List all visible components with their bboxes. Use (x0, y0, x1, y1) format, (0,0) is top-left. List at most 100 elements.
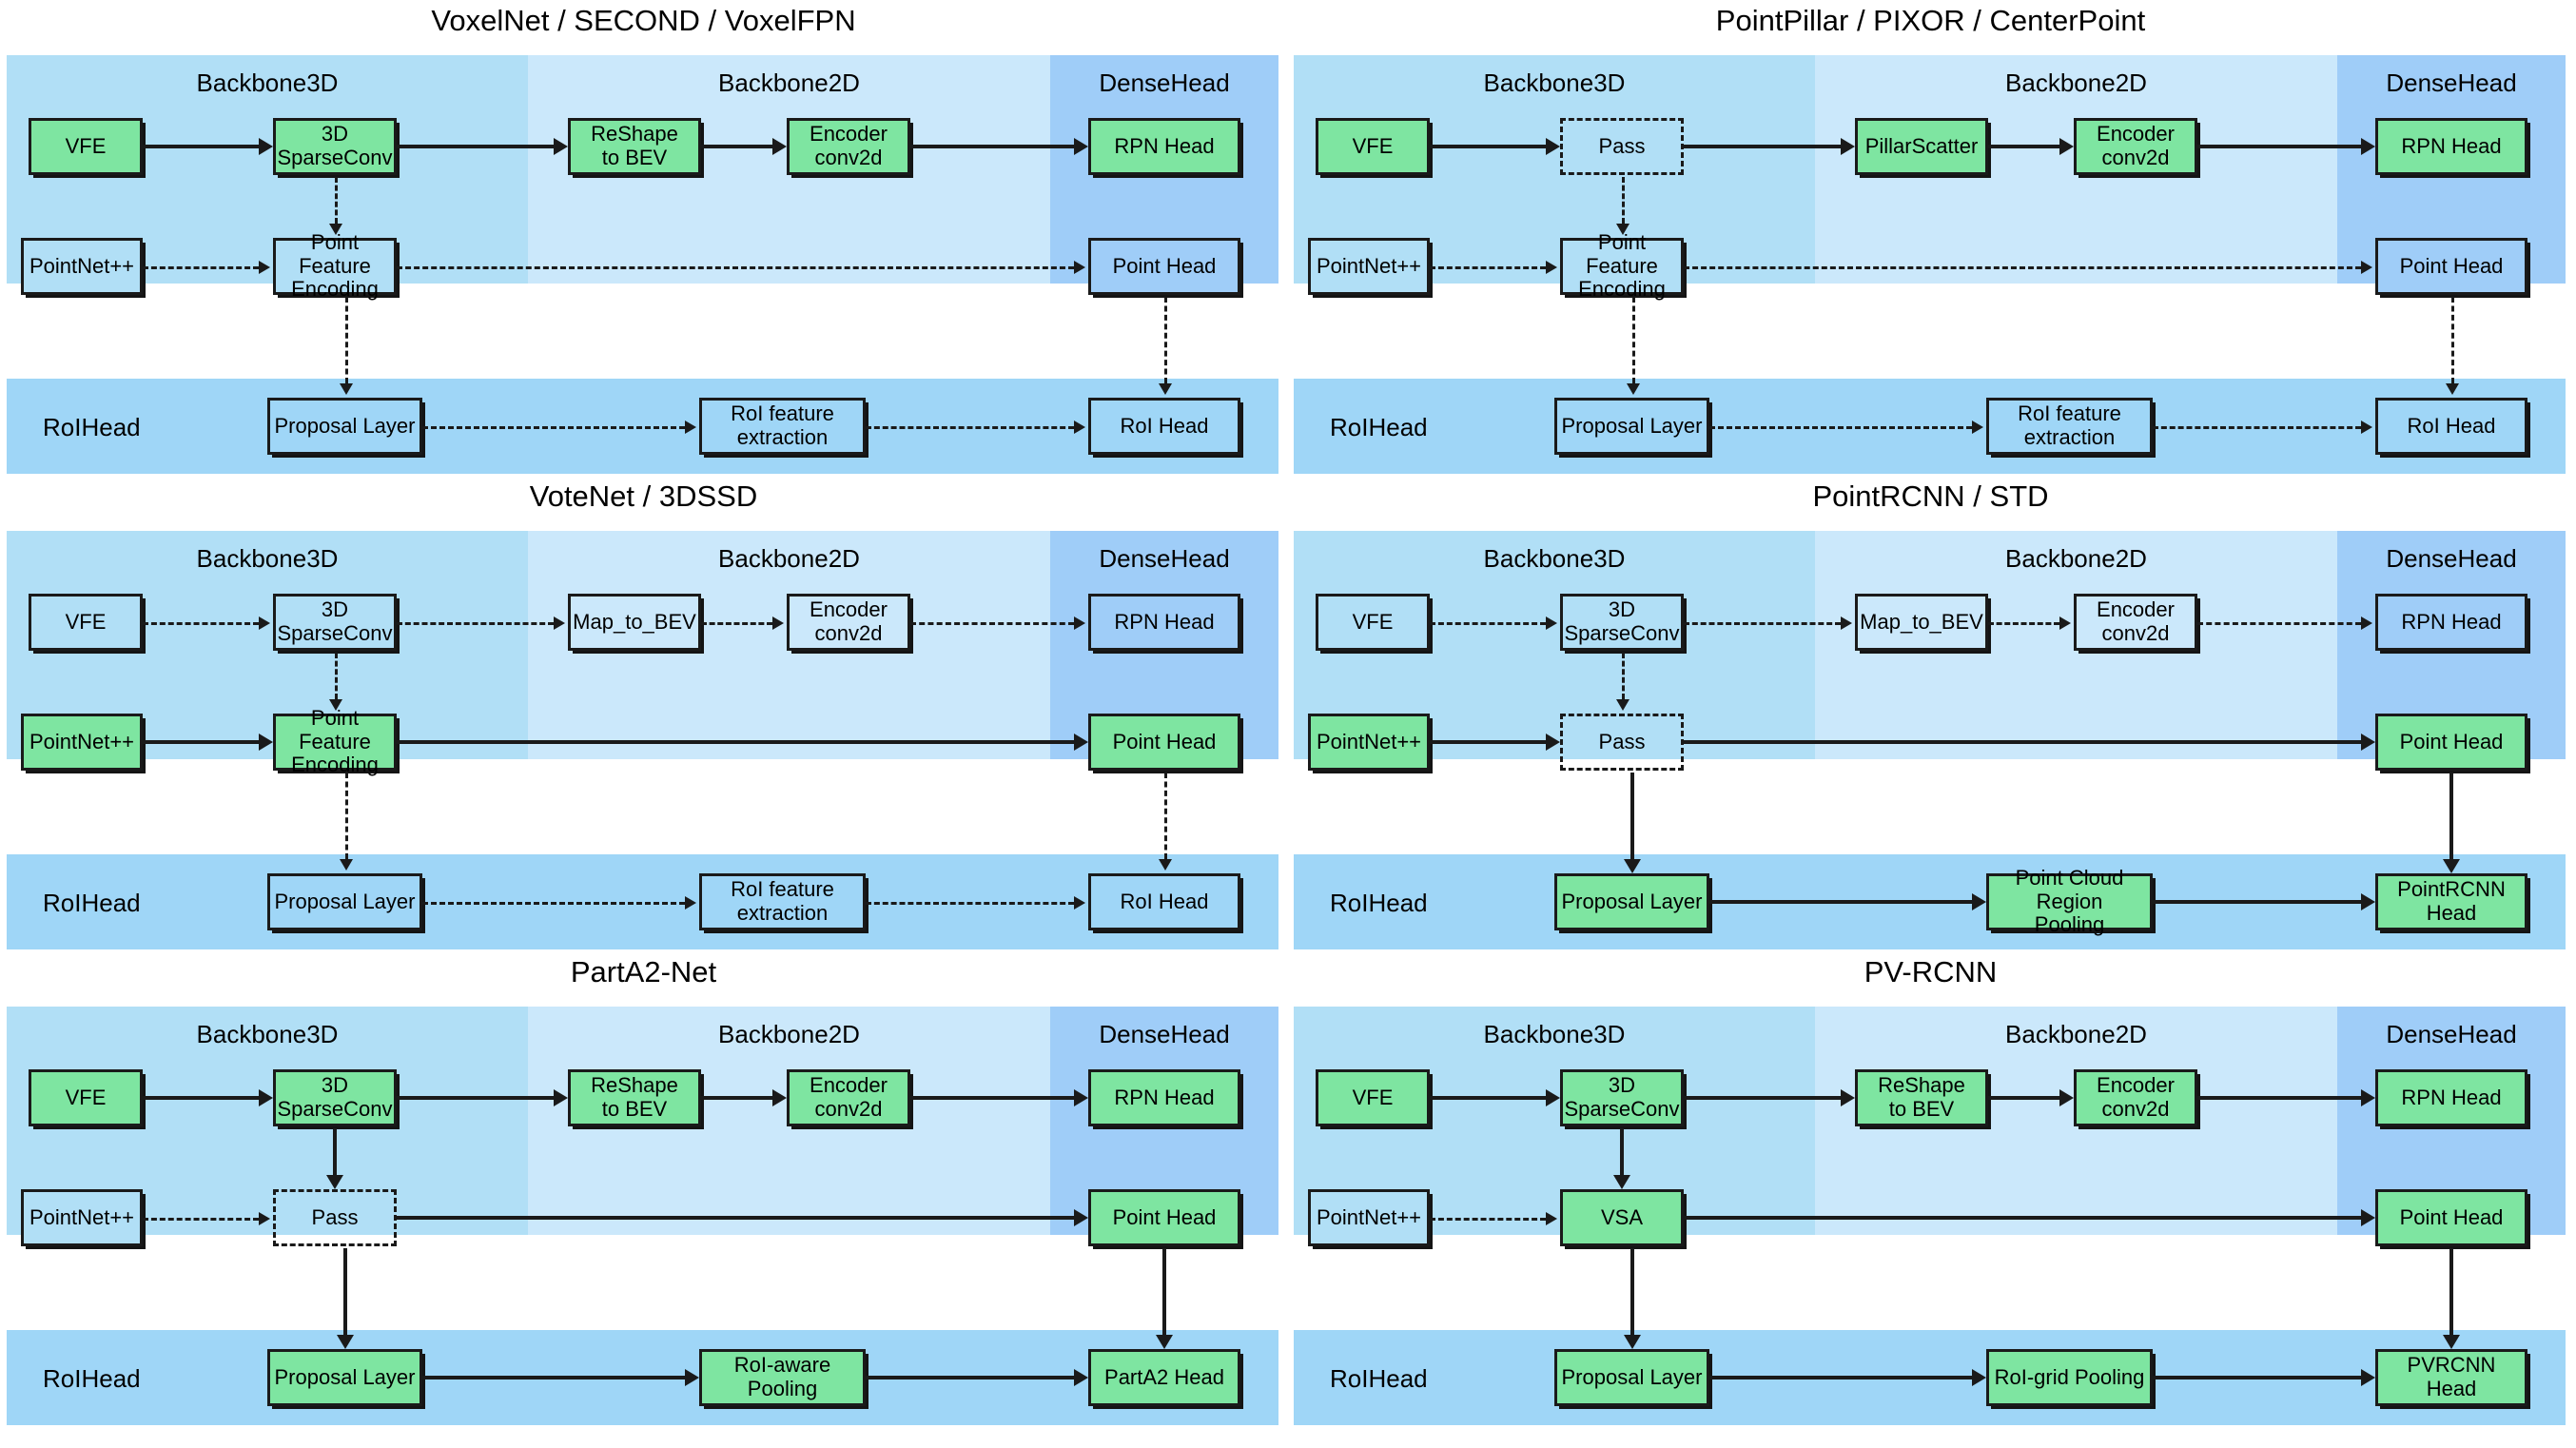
box-map-to-bev[interactable]: Map_to_BEV (1855, 594, 1988, 651)
box-map-to-bev[interactable]: ReShape to BEV (568, 1069, 701, 1126)
box-sparseconv[interactable]: 3D SparseConv (1560, 594, 1684, 651)
box-proposal-layer[interactable]: Proposal Layer (1554, 398, 1709, 455)
box-pointnet[interactable]: PointNet++ (21, 714, 143, 771)
box-pointnet[interactable]: PointNet++ (21, 1189, 143, 1246)
arrow-head-down (1613, 1175, 1630, 1189)
box-roi-feature-extraction[interactable]: RoI feature extraction (699, 398, 866, 455)
box-vfe[interactable]: VFE (29, 1069, 143, 1126)
box-point-head[interactable]: Point Head (1088, 1189, 1240, 1246)
box-sparseconv[interactable]: Pass (1560, 118, 1684, 175)
box-pointnet[interactable]: PointNet++ (1308, 714, 1430, 771)
box-rpn-head[interactable]: RPN Head (2375, 118, 2527, 175)
box-roi-feature-extraction-label: RoI-grid Pooling (1994, 1364, 2145, 1389)
box-point-feature-encoding[interactable]: Point Feature Encoding (1560, 230, 1684, 301)
box-vfe-label: VFE (65, 609, 107, 634)
box-encoder-conv2d[interactable]: Encoder conv2d (787, 594, 910, 651)
box-point-head[interactable]: Point Head (1088, 238, 1240, 295)
arrow-head-right (1546, 734, 1560, 751)
box-vfe[interactable]: VFE (1316, 1069, 1430, 1126)
box-vfe[interactable]: VFE (1316, 118, 1430, 175)
arrow-head-down (336, 1335, 354, 1349)
box-rpn-head[interactable]: RPN Head (2375, 594, 2527, 651)
box-map-to-bev[interactable]: Map_to_BEV (568, 594, 701, 651)
box-map-to-bev[interactable]: ReShape to BEV (1855, 1069, 1988, 1126)
box-encoder-conv2d[interactable]: Encoder conv2d (2074, 118, 2197, 175)
box-roi-head[interactable]: RoI Head (1088, 873, 1240, 930)
box-rpn-head[interactable]: RPN Head (1088, 118, 1240, 175)
zone-label-backbone3d: Backbone3D (196, 68, 339, 97)
connector-line (2449, 773, 2453, 859)
zone-label-backbone2d: Backbone2D (718, 1020, 860, 1048)
connector-line-dashed (1684, 266, 2361, 269)
box-point-feature-encoding[interactable]: Pass (273, 1189, 397, 1246)
connector-line-dashed (1622, 653, 1625, 699)
zone-label-densehead: DenseHead (1099, 68, 1230, 97)
box-vfe[interactable]: VFE (29, 118, 143, 175)
box-pointnet[interactable]: PointNet++ (1308, 238, 1430, 295)
box-roi-head[interactable]: RoI Head (2375, 398, 2527, 455)
box-roi-feature-extraction-label: RoI feature extraction (731, 877, 834, 925)
box-sparseconv[interactable]: 3D SparseConv (273, 1069, 397, 1126)
box-proposal-layer[interactable]: Proposal Layer (267, 1349, 422, 1406)
panel-title: PartA2-Net (570, 955, 717, 988)
box-sparseconv[interactable]: 3D SparseConv (273, 118, 397, 175)
box-point-head[interactable]: Point Head (2375, 238, 2527, 295)
box-sparseconv[interactable]: 3D SparseConv (1560, 1069, 1684, 1126)
box-roi-feature-extraction[interactable]: RoI feature extraction (1986, 398, 2153, 455)
connector-line (1430, 145, 1546, 148)
box-pointnet[interactable]: PointNet++ (1308, 1189, 1430, 1246)
box-point-head[interactable]: Point Head (2375, 1189, 2527, 1246)
box-map-to-bev-label: Map_to_BEV (573, 609, 696, 634)
box-encoder-conv2d[interactable]: Encoder conv2d (787, 1069, 910, 1126)
box-proposal-layer[interactable]: Proposal Layer (267, 873, 422, 930)
zone-label-roihead: RoIHead (1330, 1364, 1428, 1393)
box-roi-feature-extraction[interactable]: RoI feature extraction (699, 873, 866, 930)
box-vfe[interactable]: VFE (29, 594, 143, 651)
box-encoder-conv2d[interactable]: Encoder conv2d (787, 118, 910, 175)
connector-line-dashed (1622, 177, 1625, 224)
box-map-to-bev[interactable]: PillarScatter (1855, 118, 1988, 175)
box-roi-head[interactable]: PointRCNN Head (2375, 873, 2527, 930)
box-roi-head-label: RoI Head (1120, 413, 1209, 438)
box-point-head[interactable]: Point Head (1088, 714, 1240, 771)
box-point-feature-encoding[interactable]: Point Feature Encoding (273, 230, 397, 301)
box-sparseconv[interactable]: 3D SparseConv (273, 594, 397, 651)
box-proposal-layer[interactable]: Proposal Layer (1554, 1349, 1709, 1406)
box-point-head[interactable]: Point Head (2375, 714, 2527, 771)
box-map-to-bev[interactable]: ReShape to BEV (568, 118, 701, 175)
box-rpn-head-label: RPN Head (2401, 133, 2502, 158)
box-roi-feature-extraction[interactable]: Point Cloud Region Pooling (1986, 866, 2153, 936)
box-vfe[interactable]: VFE (1316, 594, 1430, 651)
connector-line (1620, 1128, 1624, 1175)
box-point-feature-encoding[interactable]: VSA (1560, 1189, 1684, 1246)
connector-line (1988, 145, 2059, 148)
box-roi-feature-extraction[interactable]: RoI-aware Pooling (699, 1349, 866, 1406)
arrow-head-right (2059, 616, 2071, 630)
box-roi-head[interactable]: PVRCNN Head (2375, 1349, 2527, 1406)
connector-line (1430, 740, 1546, 744)
box-rpn-head[interactable]: RPN Head (1088, 594, 1240, 651)
box-roi-head[interactable]: RoI Head (1088, 398, 1240, 455)
box-point-feature-encoding[interactable]: Point Feature Encoding (273, 706, 397, 776)
box-roi-head[interactable]: PartA2 Head (1088, 1349, 1240, 1406)
connector-line-dashed (1684, 622, 1841, 625)
box-rpn-head-label: RPN Head (2401, 1085, 2502, 1109)
box-point-feature-encoding[interactable]: Pass (1560, 714, 1684, 771)
box-roi-feature-extraction[interactable]: RoI-grid Pooling (1986, 1349, 2153, 1406)
box-encoder-conv2d[interactable]: Encoder conv2d (2074, 1069, 2197, 1126)
connector-line (1162, 1248, 1166, 1335)
connector-line-dashed (2153, 426, 2361, 429)
box-sparseconv-label: 3D SparseConv (1564, 597, 1680, 645)
box-proposal-layer[interactable]: Proposal Layer (1554, 873, 1709, 930)
box-pointnet[interactable]: PointNet++ (21, 238, 143, 295)
connector-line (2153, 900, 2361, 904)
box-rpn-head[interactable]: RPN Head (2375, 1069, 2527, 1126)
connector-line (333, 1128, 337, 1175)
box-rpn-head-label: RPN Head (1114, 1085, 1215, 1109)
box-encoder-conv2d[interactable]: Encoder conv2d (2074, 594, 2197, 651)
box-proposal-layer-label: Proposal Layer (274, 889, 416, 913)
box-proposal-layer[interactable]: Proposal Layer (267, 398, 422, 455)
box-rpn-head[interactable]: RPN Head (1088, 1069, 1240, 1126)
connector-line-dashed (701, 622, 772, 625)
